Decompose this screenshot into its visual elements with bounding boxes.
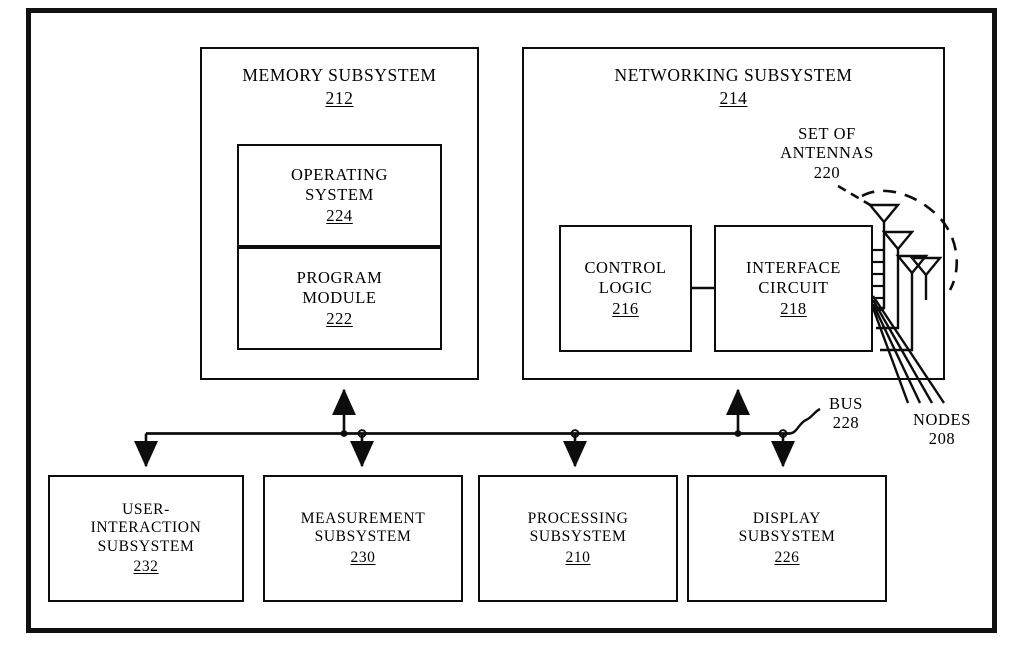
nodes-ref: 208 <box>928 429 956 449</box>
user-interaction-subsystem-title-line3: SUBSYSTEM <box>97 537 195 555</box>
set-of-antennas-line1: SET OF <box>798 124 856 143</box>
user-interaction-subsystem-title-line1: USER- <box>122 500 170 518</box>
bus-annotation: BUS 228 <box>808 394 884 433</box>
memory-subsystem-ref: 212 <box>325 87 354 108</box>
measurement-subsystem-title-line1: MEASUREMENT <box>300 510 426 528</box>
control-logic-title-line2: LOGIC <box>598 277 653 297</box>
interface-circuit-title-line2: CIRCUIT <box>758 277 829 297</box>
bus-ref: 228 <box>832 413 860 433</box>
networking-subsystem-title: NETWORKING SUBSYSTEM <box>614 65 853 85</box>
measurement-subsystem-ref: 230 <box>350 548 376 566</box>
processing-subsystem-ref: 210 <box>565 548 591 566</box>
processing-subsystem-block[interactable]: PROCESSING SUBSYSTEM 210 <box>478 475 678 602</box>
set-of-antennas-ref: 220 <box>813 162 841 182</box>
program-module-title-line1: PROGRAM <box>296 268 383 288</box>
user-interaction-subsystem-block[interactable]: USER- INTERACTION SUBSYSTEM 232 <box>48 475 244 602</box>
interface-circuit-block[interactable]: INTERFACE CIRCUIT 218 <box>714 225 873 352</box>
set-of-antennas-line2: ANTENNAS <box>780 143 874 163</box>
operating-system-block[interactable]: OPERATING SYSTEM 224 <box>237 144 442 247</box>
program-module-ref: 222 <box>326 309 353 329</box>
control-logic-block[interactable]: CONTROL LOGIC 216 <box>559 225 692 352</box>
control-logic-title-line1: CONTROL <box>584 258 667 278</box>
measurement-subsystem-title-line2: SUBSYSTEM <box>314 528 412 546</box>
display-subsystem-title-line2: SUBSYSTEM <box>738 528 836 546</box>
networking-subsystem-ref: 214 <box>719 87 748 108</box>
nodes-annotation: NODES 208 <box>892 410 992 449</box>
operating-system-title-line1: OPERATING <box>290 165 389 185</box>
operating-system-title-line2: SYSTEM <box>305 184 374 204</box>
display-subsystem-ref: 226 <box>774 548 800 566</box>
display-subsystem-block[interactable]: DISPLAY SUBSYSTEM 226 <box>687 475 887 602</box>
memory-subsystem-title: MEMORY SUBSYSTEM <box>242 65 437 85</box>
measurement-subsystem-block[interactable]: MEASUREMENT SUBSYSTEM 230 <box>263 475 463 602</box>
processing-subsystem-title-line1: PROCESSING <box>527 510 629 528</box>
interface-circuit-title-line1: INTERFACE <box>746 258 841 278</box>
processing-subsystem-title-line2: SUBSYSTEM <box>529 528 627 546</box>
user-interaction-subsystem-ref: 232 <box>133 557 159 575</box>
operating-system-ref: 224 <box>326 206 353 226</box>
interface-circuit-ref: 218 <box>780 299 807 319</box>
set-of-antennas-annotation: SET OF ANTENNAS 220 <box>752 124 902 182</box>
program-module-title-line2: MODULE <box>302 287 377 307</box>
bus-label: BUS <box>829 394 863 413</box>
display-subsystem-title-line1: DISPLAY <box>752 510 822 528</box>
control-logic-ref: 216 <box>612 299 639 319</box>
nodes-label: NODES <box>912 410 971 429</box>
user-interaction-subsystem-title-line2: INTERACTION <box>90 519 202 537</box>
program-module-block[interactable]: PROGRAM MODULE 222 <box>237 247 442 350</box>
